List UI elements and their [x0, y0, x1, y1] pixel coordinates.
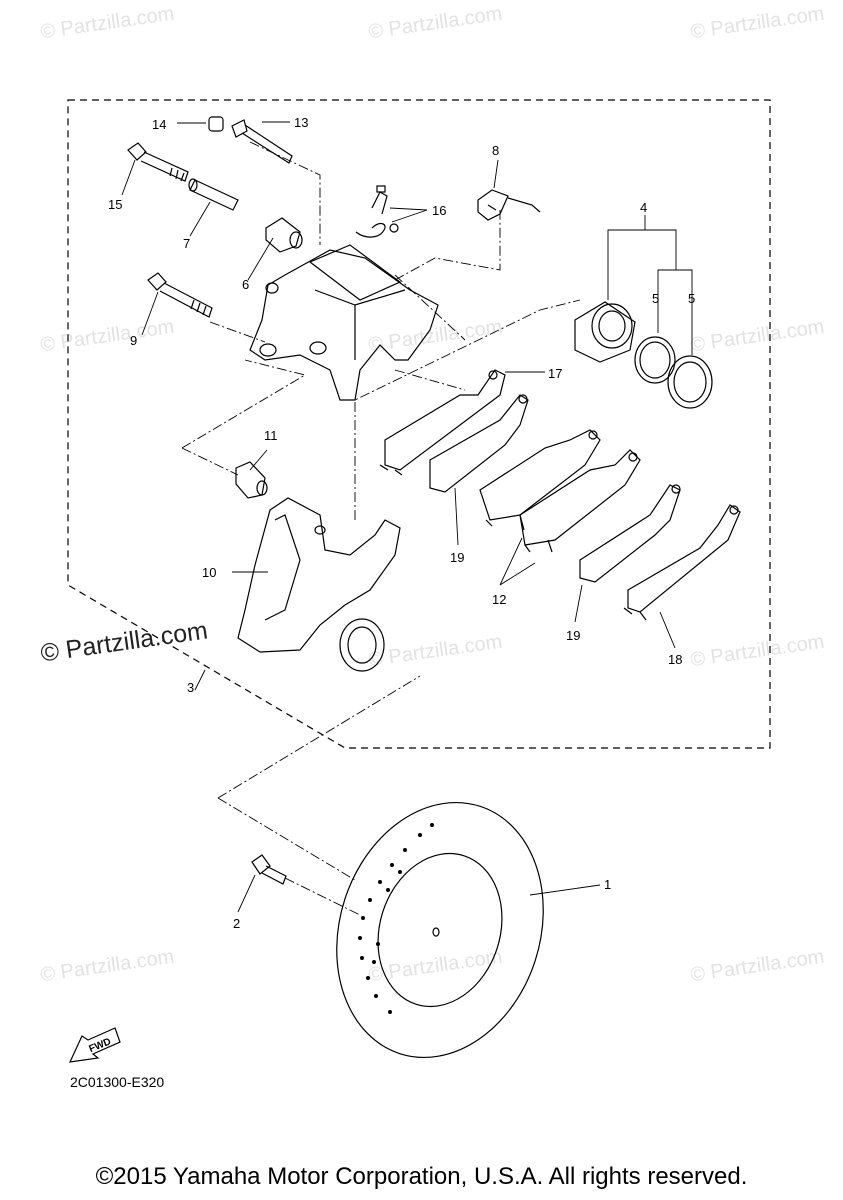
- disc-bolt: [251, 854, 287, 885]
- callout: 5: [688, 291, 695, 306]
- disc-holes: [358, 823, 434, 1014]
- callout: 11: [264, 428, 278, 443]
- callout: 12: [492, 592, 506, 607]
- diagram-code: 2C01300-E320: [70, 1074, 165, 1090]
- callout: 16: [432, 203, 446, 218]
- leader-lines: [121, 121, 693, 913]
- bolt-upper: [127, 142, 189, 182]
- brake-disc: [336, 801, 544, 1059]
- pad-shim-17: [379, 369, 506, 476]
- callout: 15: [108, 197, 122, 212]
- brake-pad-19b: [579, 484, 681, 583]
- callout: 1: [604, 877, 611, 892]
- seal-inner: [634, 336, 676, 384]
- bolt-lower: [147, 272, 213, 318]
- callout: 3: [187, 680, 194, 695]
- callout: 13: [294, 115, 308, 130]
- callout: 6: [242, 277, 249, 292]
- pad-pin: [231, 119, 293, 164]
- callout: 19: [566, 628, 580, 643]
- callout: 5: [652, 291, 659, 306]
- callout: 10: [202, 565, 216, 580]
- bleed-screw: [355, 185, 399, 238]
- boot: [265, 217, 303, 253]
- callout: 19: [450, 550, 464, 565]
- pin-cap: [208, 116, 224, 132]
- caliper-bracket: [237, 497, 401, 672]
- brake-pad-12a: [479, 429, 601, 531]
- callout: 17: [548, 366, 562, 381]
- callout: 9: [130, 333, 137, 348]
- callout-labels: 1 2 3 4 5 5 6 7 8 9 10 11 12 13 14 15 16…: [108, 115, 695, 931]
- callout: 8: [492, 143, 499, 158]
- slide-pin: [188, 178, 239, 211]
- callout: 2: [233, 916, 240, 931]
- caliper-body: [249, 244, 439, 401]
- brake-pad-19a: [429, 394, 529, 493]
- boot-lower: [235, 461, 268, 499]
- alignment-lines: [181, 141, 581, 916]
- pad-shim-18: [623, 504, 741, 621]
- pad-clip: [477, 189, 541, 221]
- fwd-arrow-icon: [68, 1027, 121, 1063]
- callout: 14: [152, 117, 166, 132]
- assembly-outline: [67, 99, 771, 749]
- brake-pad-12b: [519, 449, 641, 553]
- piston: [574, 301, 636, 363]
- callout: 4: [640, 200, 647, 215]
- callout: 18: [668, 652, 682, 667]
- seal-outer: [667, 355, 713, 409]
- copyright-notice: ©2015 Yamaha Motor Corporation, U.S.A. A…: [95, 1163, 748, 1190]
- callout: 7: [183, 236, 190, 251]
